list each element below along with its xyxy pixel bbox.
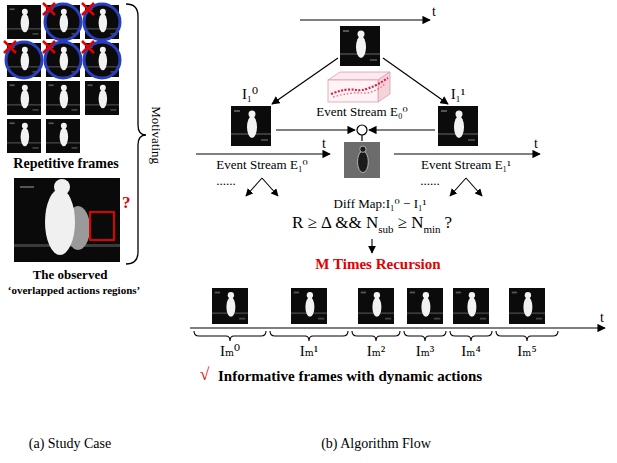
diff-map-label: Diff Map:I₁⁰ − I₁¹ — [334, 197, 427, 211]
rejection-crosses — [4, 3, 94, 53]
stream-label: Event Stream E₁⁰ — [216, 158, 307, 172]
panel-caption: (a) Study Case — [29, 436, 111, 451]
condition-subscript: min — [423, 223, 440, 235]
axis-label: t — [534, 136, 538, 151]
question-mark: ? — [122, 194, 131, 213]
frame-label: Iₘ¹ — [300, 343, 319, 360]
formula-row: R ≥ Δ && Nsub ≥ Nmin? — [292, 214, 452, 233]
recursion-branches — [246, 178, 482, 253]
split-arrows — [272, 58, 448, 104]
frame-label: I₁¹ — [451, 86, 466, 103]
diff-map-image — [344, 142, 380, 178]
segment-braces — [194, 331, 558, 341]
ellipsis: ...... — [420, 174, 440, 188]
axis-label: t — [322, 136, 326, 151]
condition-text: R ≥ Δ && N — [292, 214, 378, 233]
top-event-stream — [300, 20, 430, 102]
axis-label: t — [432, 4, 436, 19]
overlap-study-image — [14, 178, 120, 262]
condition-text: ≥ N — [398, 214, 424, 233]
repetitive-frame-grid — [7, 5, 119, 153]
frame-label: Iₘ⁵ — [517, 343, 536, 360]
rejection-circles — [6, 4, 120, 78]
section-note: ‘overlapped actions regions’ — [8, 284, 140, 296]
frame-label: I₁⁰ — [242, 86, 258, 103]
frame-label: Iₘ⁴ — [461, 343, 480, 360]
frame-label: Iₘ⁰ — [220, 343, 240, 360]
result-note: Informative frames with dynamic actions — [218, 368, 482, 385]
output-timeline — [190, 288, 605, 328]
condition-text: ? — [445, 214, 453, 233]
check-mark: √ — [200, 366, 209, 385]
section-note: Repetitive frames — [13, 156, 118, 171]
motivating-brace — [126, 4, 146, 264]
section-note: The observed — [33, 268, 108, 282]
ellipsis: ...... — [216, 174, 236, 188]
panel-caption: (b) Algorithm Flow — [321, 436, 431, 451]
stream-label: Event Stream E₁¹ — [421, 158, 511, 172]
brace-label: Motivating — [149, 106, 163, 164]
difference-operator — [276, 125, 435, 141]
frame-label: Iₘ² — [367, 343, 386, 360]
frame-label: Iₘ³ — [416, 343, 435, 360]
stream-label: Event Stream E₀⁰ — [316, 105, 407, 119]
recursion-label: M Times Recursion — [315, 256, 440, 273]
axis-label: t — [600, 310, 604, 325]
condition-subscript: sub — [378, 223, 393, 235]
